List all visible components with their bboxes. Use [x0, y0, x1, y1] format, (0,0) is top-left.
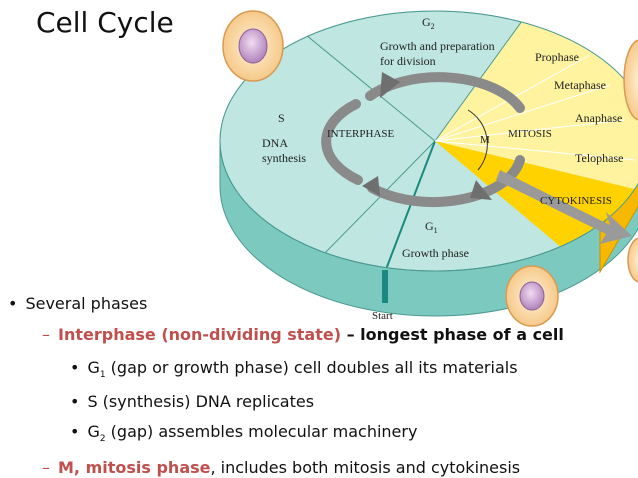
start-label: Start — [372, 310, 393, 322]
g2-label: G2 — [422, 15, 435, 31]
cell-illustration-right — [623, 39, 638, 283]
s-desc-1: DNA — [262, 136, 288, 150]
cytokinesis-label: CYTOKINESIS — [540, 195, 612, 207]
g1-desc: Growth phase — [402, 246, 469, 260]
telophase-label: Telophase — [575, 151, 623, 165]
g1-label: G1 — [425, 219, 438, 235]
bullet-g1: •G1 (gap or growth phase) cell doubles a… — [70, 358, 518, 381]
bullet-g2: •G2 (gap) assembles molecular machinery — [70, 422, 418, 445]
slide-title: Cell Cycle — [36, 6, 174, 39]
anaphase-label: Anaphase — [575, 111, 622, 125]
g2-desc-2: for division — [380, 54, 436, 68]
prophase-label: Prophase — [535, 50, 579, 64]
cycle-arrow — [321, 72, 525, 208]
cell-illustration-top — [222, 10, 284, 82]
s-label: S — [278, 111, 285, 125]
bullet-m-phase: –M, mitosis phase, includes both mitosis… — [42, 458, 521, 477]
bullet-s: •S (synthesis) DNA replicates — [70, 392, 315, 411]
bullet-several-phases: •Several phases — [8, 294, 148, 313]
exit-arrow — [496, 170, 632, 244]
g2-desc-1: Growth and preparation — [380, 39, 495, 53]
metaphase-label: Metaphase — [554, 78, 606, 92]
m-label: M — [480, 134, 490, 146]
start-marker — [382, 270, 388, 303]
mitosis-label: MITOSIS — [508, 128, 552, 140]
s-desc-2: synthesis — [262, 151, 306, 165]
bullet-interphase: –Interphase (non-dividing state) – longe… — [42, 325, 564, 344]
cell-illustration-bottom — [505, 265, 559, 327]
interphase-label: INTERPHASE — [327, 128, 395, 140]
